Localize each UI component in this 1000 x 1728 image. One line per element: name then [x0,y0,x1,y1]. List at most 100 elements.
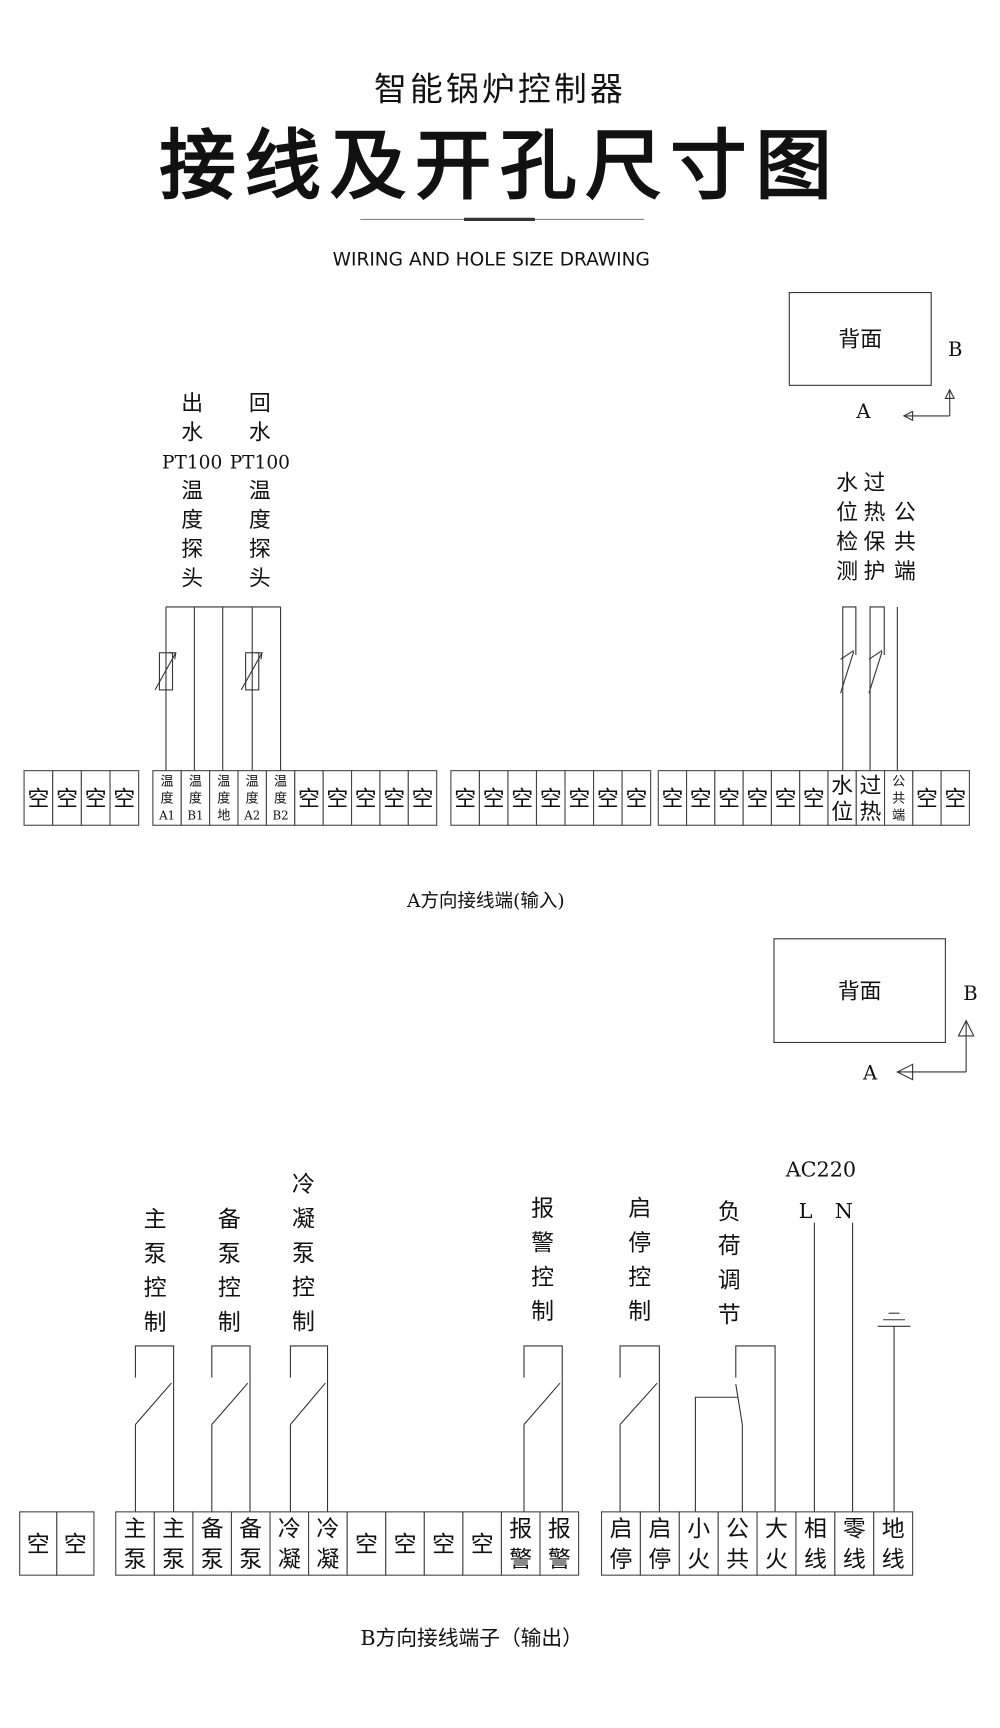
terminal-label: 温 [217,774,230,790]
back-panel-label: 背面 [838,979,882,1004]
output-label: 控 [144,1276,167,1302]
terminal-label: 空 [454,787,476,812]
a-terminal-温度A1 [152,770,182,826]
terminal-label: B2 [273,809,289,823]
input-label: 测 [836,560,858,585]
probe-label: 头 [249,566,271,591]
a-terminal-空 [379,770,409,826]
terminal-label: 线 [843,1547,866,1573]
relay-wire [211,1345,251,1512]
arrowhead-left-icon [896,1063,914,1081]
terminal-label: 泵 [124,1547,147,1573]
probe-label: 度 [181,508,203,533]
terminal-label: 共 [892,791,905,807]
a-terminal-空 [350,770,381,826]
relay-contact [211,1382,249,1425]
terminal-label: 度 [246,791,259,807]
probe-label: PT100 [162,453,222,474]
section-a-caption: A方向接线端(输入) [406,891,565,912]
terminal-label: 空 [383,787,405,812]
terminal-label: 空 [597,787,619,812]
output-label: 控 [218,1276,241,1302]
switch-hook [868,650,883,660]
terminal-label: 线 [882,1547,905,1573]
switch-wire [869,606,885,655]
terminal-label: 空 [483,787,505,812]
input-label: 过 [863,471,885,496]
terminal-label: 地 [882,1517,905,1543]
section-b-caption: B方向接线端子（输出） [360,1626,583,1650]
terminal-label: 空 [85,787,107,812]
output-label: 主 [144,1207,167,1233]
terminal-label: 空 [113,787,135,812]
terminal-label: 空 [803,787,825,812]
probe-label: 探 [249,537,271,562]
relay-wire [619,1345,660,1512]
output-label: 备 [218,1207,241,1233]
a-terminal-空 [507,770,538,826]
b-terminal-小火 [678,1511,719,1576]
a-terminal-空 [294,770,324,826]
probe-label: 水 [249,421,271,446]
a-terminal-空 [80,770,111,826]
terminal-label: 警 [509,1547,532,1573]
terminal-label: 空 [944,787,966,812]
output-label: 制 [292,1310,315,1336]
probe-label: PT100 [230,453,290,474]
b-terminal-空 [56,1511,95,1576]
terminal-label: 空 [916,787,938,812]
a-terminal-水位 [827,770,857,826]
terminal-label: 水 [831,774,853,799]
input-label: 保 [863,530,885,555]
terminal-label: 火 [765,1547,788,1573]
terminal-label: 大 [765,1517,788,1543]
input-label: 检 [836,530,858,555]
back-panel-box [773,938,946,1044]
a-terminal-温度地 [209,770,239,826]
a-terminal-空 [714,770,744,826]
thermistor-arrowhead-icon [169,652,177,660]
arrowhead-left-icon [902,410,914,422]
probe-label: 温 [181,479,203,504]
output-label: 制 [144,1310,167,1336]
terminal-label: 小 [687,1517,710,1543]
probe-label: 温 [249,479,271,504]
title-large: 接线及开孔尺寸图 [159,122,840,211]
terminal-label: 备 [239,1517,262,1543]
b-terminal-公共 [717,1511,758,1576]
probe-label: 头 [181,566,203,591]
switch-wire [842,606,857,655]
terminal-label: 过 [859,774,881,799]
terminal-label: 启 [610,1517,633,1543]
probe-label: 出 [181,391,203,416]
probe-label: 水 [181,421,203,446]
a-terminal-空 [535,770,566,826]
terminal-label: 空 [64,1532,87,1558]
a-terminal-空 [621,770,652,826]
output-label: 调 [718,1268,741,1294]
relay-wire [289,1345,329,1512]
relay-wire [134,1345,175,1512]
terminal-label: 温 [161,774,174,790]
output-label: 制 [531,1299,554,1325]
input-label: 位 [836,501,858,526]
b-terminal-地线 [873,1511,914,1576]
output-label: 泵 [144,1241,167,1267]
terminal-label: 热 [859,800,881,825]
terminal-label: A1 [158,809,175,823]
b-terminal-空 [423,1511,464,1576]
b-terminal-备泵 [192,1511,233,1576]
terminal-label: 空 [746,787,768,812]
terminal-label: 空 [355,1532,378,1558]
terminal-label: 公 [726,1517,749,1543]
terminal-label: 冷 [278,1517,301,1543]
b-terminal-空 [346,1511,387,1576]
b-terminal-冷凝 [269,1511,310,1576]
output-label: 制 [218,1310,241,1336]
thermistor-arrow [154,652,177,691]
axis-b-label: B [963,982,977,1005]
arrowhead-up-icon [944,388,955,399]
load-contact [735,1384,743,1425]
a-terminal-温度B2 [265,770,296,826]
